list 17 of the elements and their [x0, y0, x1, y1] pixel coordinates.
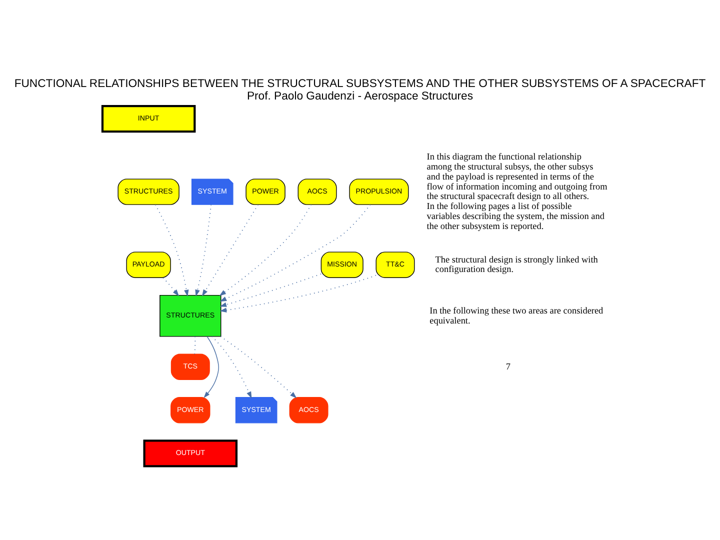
- arrow: [204, 336, 219, 398]
- arrow: [212, 336, 252, 398]
- arrow: [220, 336, 297, 398]
- label: In this diagram the functional relationship among the structural subsys, the other subsys and the payload is represented in terms of the flow of information incoming and outgoing from the structural spacecraft design to all others. In the following pages a list of possible variables describing the system, the mission and the other subsystem is reported.: [426, 150, 608, 230]
- arrow: [219, 204, 312, 296]
- label: In the following these two areas are considered equivalent.: [430, 304, 604, 325]
- arrow: [195, 204, 212, 296]
- label: The structural design is strongly linked with configuration design.: [435, 254, 598, 274]
- caption: Prof. Paolo Gaudenzi - Aerospace Structures: [246, 90, 474, 102]
- arrow: [220, 272, 322, 306]
- arrow: [154, 204, 189, 296]
- arrow: [220, 204, 371, 302]
- arrow: [162, 276, 180, 296]
- arrow: [220, 274, 376, 312]
- label: 7: [506, 360, 510, 371]
- arrow: [202, 204, 259, 296]
- diagram-title: FUNCTIONAL RELATIONSHIPS BETWEEN THE STRUCTURAL SUBSYSTEMS AND THE OTHER SUBSYSTEMS OF A SPACECRAFT: [14, 77, 706, 90]
